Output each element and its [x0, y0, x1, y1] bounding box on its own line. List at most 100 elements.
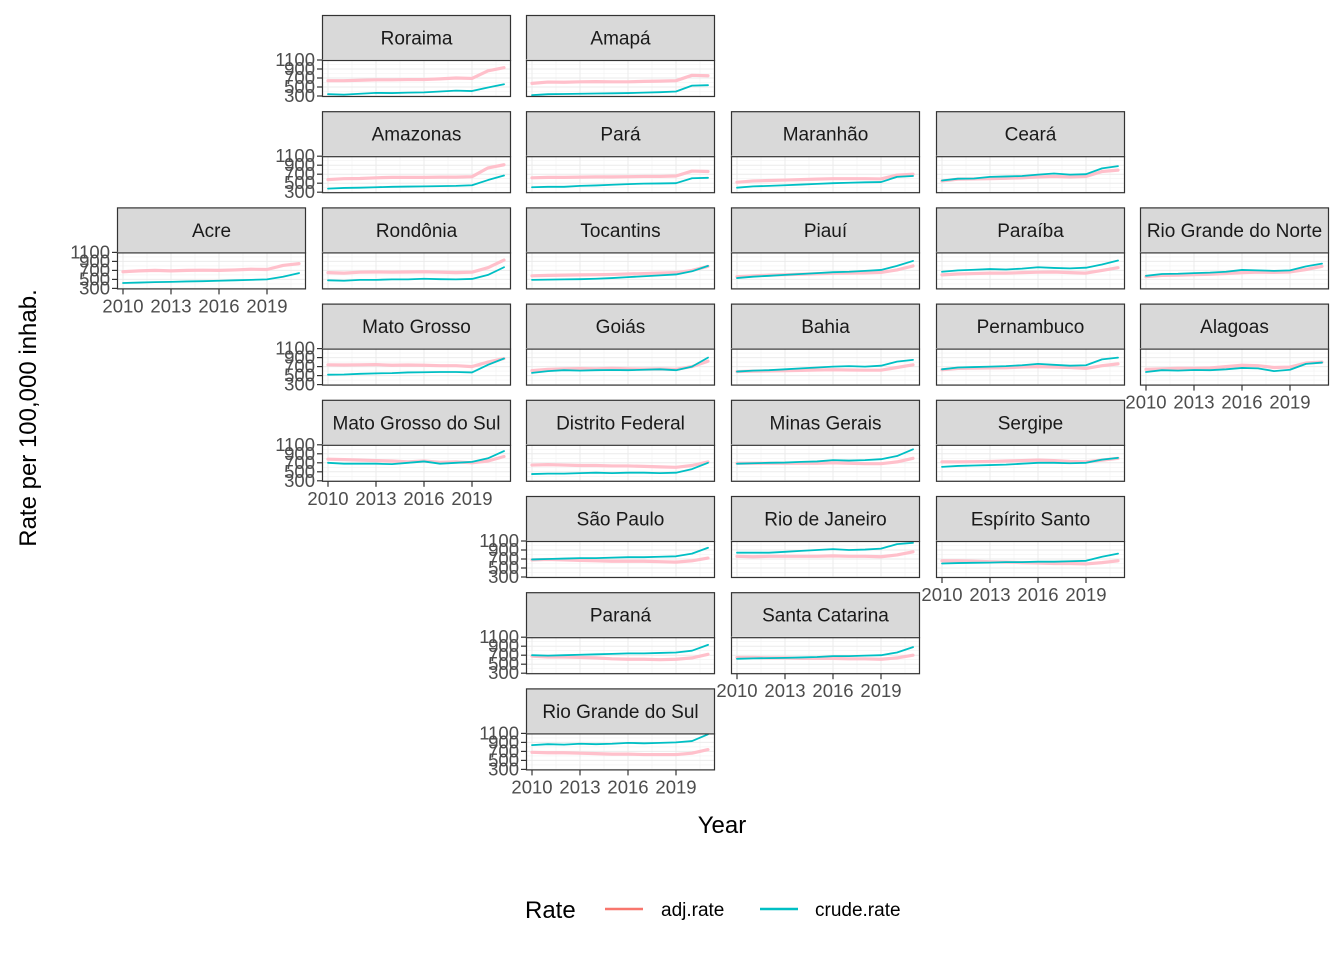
y-tick-label: 700 — [284, 356, 315, 377]
panel-border-santa-catarina — [730, 637, 921, 675]
y-tick-label: 500 — [284, 461, 315, 482]
strip-amapa — [525, 14, 716, 62]
series-crude-rate-line — [736, 358, 914, 373]
y-tick-label: 700 — [284, 67, 315, 88]
panel-border-maranhao — [730, 156, 921, 194]
y-tick-label: 900 — [488, 539, 519, 560]
y-tick-label: 1100 — [479, 626, 519, 647]
panel-maranhao: Maranhão — [730, 111, 921, 194]
y-tick-label: 700 — [488, 644, 519, 665]
strip-pernambuco — [935, 303, 1126, 350]
y-tick-label: 900 — [488, 635, 519, 656]
x-tick-label: 2010 — [716, 680, 757, 701]
strip-minas-gerais — [730, 399, 921, 446]
x-tick-label: 2013 — [355, 488, 396, 509]
series-adj-rate-line — [735, 550, 915, 559]
strip-label-maranhao: Maranhão — [783, 125, 869, 146]
strip-label-paraiba: Paraíba — [997, 221, 1064, 242]
strip-label-acre: Acre — [192, 221, 231, 242]
x-tick-label: 2016 — [1221, 392, 1262, 413]
y-tick-label: 900 — [79, 250, 110, 271]
strip-label-ceara: Ceará — [1005, 125, 1057, 146]
y-tick-label: 1100 — [479, 530, 519, 551]
strip-piaui — [730, 207, 921, 254]
series-crude-rate-line — [531, 176, 709, 189]
y-tick-label: 700 — [488, 740, 519, 761]
x-tick-label: 2016 — [198, 295, 239, 316]
panel-amapa: Amapá — [525, 14, 716, 98]
series-crude-rate-line — [531, 461, 709, 475]
series-adj-rate-line — [530, 73, 710, 85]
series-adj-rate-line — [326, 66, 506, 83]
panel-border-pernambuco — [935, 348, 1126, 386]
y-tick-label: 1100 — [275, 338, 315, 359]
y-tick-label: 500 — [488, 749, 519, 770]
y-tick-label: 700 — [79, 259, 110, 280]
panel-border-alagoas — [1139, 348, 1330, 386]
facet-panels: Roraima3005007009001100AmapáAmazonas3005… — [70, 14, 1330, 797]
series-crude-rate-line — [1145, 262, 1323, 277]
series-crude-rate-line — [736, 175, 914, 189]
panel-goias: Goiás — [525, 303, 716, 386]
strip-label-amazonas: Amazonas — [372, 125, 462, 146]
y-tick-label: 300 — [284, 181, 315, 202]
series-adj-rate-line — [530, 748, 710, 757]
y-tick-label: 300 — [488, 758, 519, 779]
series-crude-rate-line — [327, 174, 505, 190]
strip-label-piaui: Piauí — [804, 221, 848, 242]
y-tick-label: 300 — [488, 662, 519, 683]
x-tick-label: 2019 — [1269, 392, 1310, 413]
x-tick-label: 2019 — [655, 776, 696, 797]
series-crude-rate-line — [736, 646, 914, 660]
y-tick-label: 500 — [284, 365, 315, 386]
panel-rio-de-janeiro: Rio de Janeiro — [730, 495, 921, 579]
x-tick-label: 2010 — [102, 295, 143, 316]
strip-rondonia — [321, 207, 512, 254]
x-axis-title: Year — [698, 812, 747, 839]
series-crude-rate-line — [327, 450, 505, 466]
series-crude-rate-line — [941, 356, 1119, 371]
strip-label-sergipe: Sergipe — [998, 413, 1064, 434]
y-tick-label: 300 — [284, 470, 315, 491]
strip-label-minas-gerais: Minas Gerais — [770, 413, 882, 434]
strip-paraiba — [935, 207, 1126, 254]
series-crude-rate-line — [327, 357, 505, 376]
strip-para — [525, 111, 716, 158]
y-tick-label: 900 — [284, 347, 315, 368]
x-tick-label: 2019 — [451, 488, 492, 509]
series-adj-rate-line — [940, 362, 1120, 372]
strip-alagoas — [1139, 303, 1330, 350]
x-tick-label: 2016 — [607, 776, 648, 797]
strip-label-rio-grande-do-sul: Rio Grande do Sul — [542, 702, 698, 723]
series-adj-rate-line — [530, 460, 710, 469]
panel-border-rio-de-janeiro — [730, 540, 921, 579]
panel-border-bahia — [730, 348, 921, 386]
series-crude-rate-line — [941, 456, 1119, 468]
strip-mato-grosso — [321, 303, 512, 350]
panel-border-tocantins — [525, 252, 716, 290]
strip-sergipe — [935, 399, 1126, 446]
panel-rondonia: Rondônia — [321, 207, 512, 290]
x-tick-label: 2010 — [307, 488, 348, 509]
panel-para: Pará — [525, 111, 716, 194]
series-crude-rate-line — [327, 266, 505, 282]
y-tick-label: 1100 — [275, 434, 315, 455]
y-tick-label: 700 — [284, 452, 315, 473]
y-tick-label: 300 — [284, 85, 315, 106]
y-tick-label: 300 — [488, 566, 519, 587]
x-tick-label: 2019 — [246, 295, 287, 316]
x-tick-label: 2019 — [860, 680, 901, 701]
strip-label-rio-grande-do-norte: Rio Grande do Norte — [1147, 221, 1322, 242]
panel-tocantins: Tocantins — [525, 207, 716, 290]
x-tick-label: 2019 — [1065, 584, 1106, 605]
strip-roraima — [321, 14, 512, 62]
series-crude-rate-line — [531, 643, 709, 657]
strip-label-santa-catarina: Santa Catarina — [762, 606, 889, 627]
